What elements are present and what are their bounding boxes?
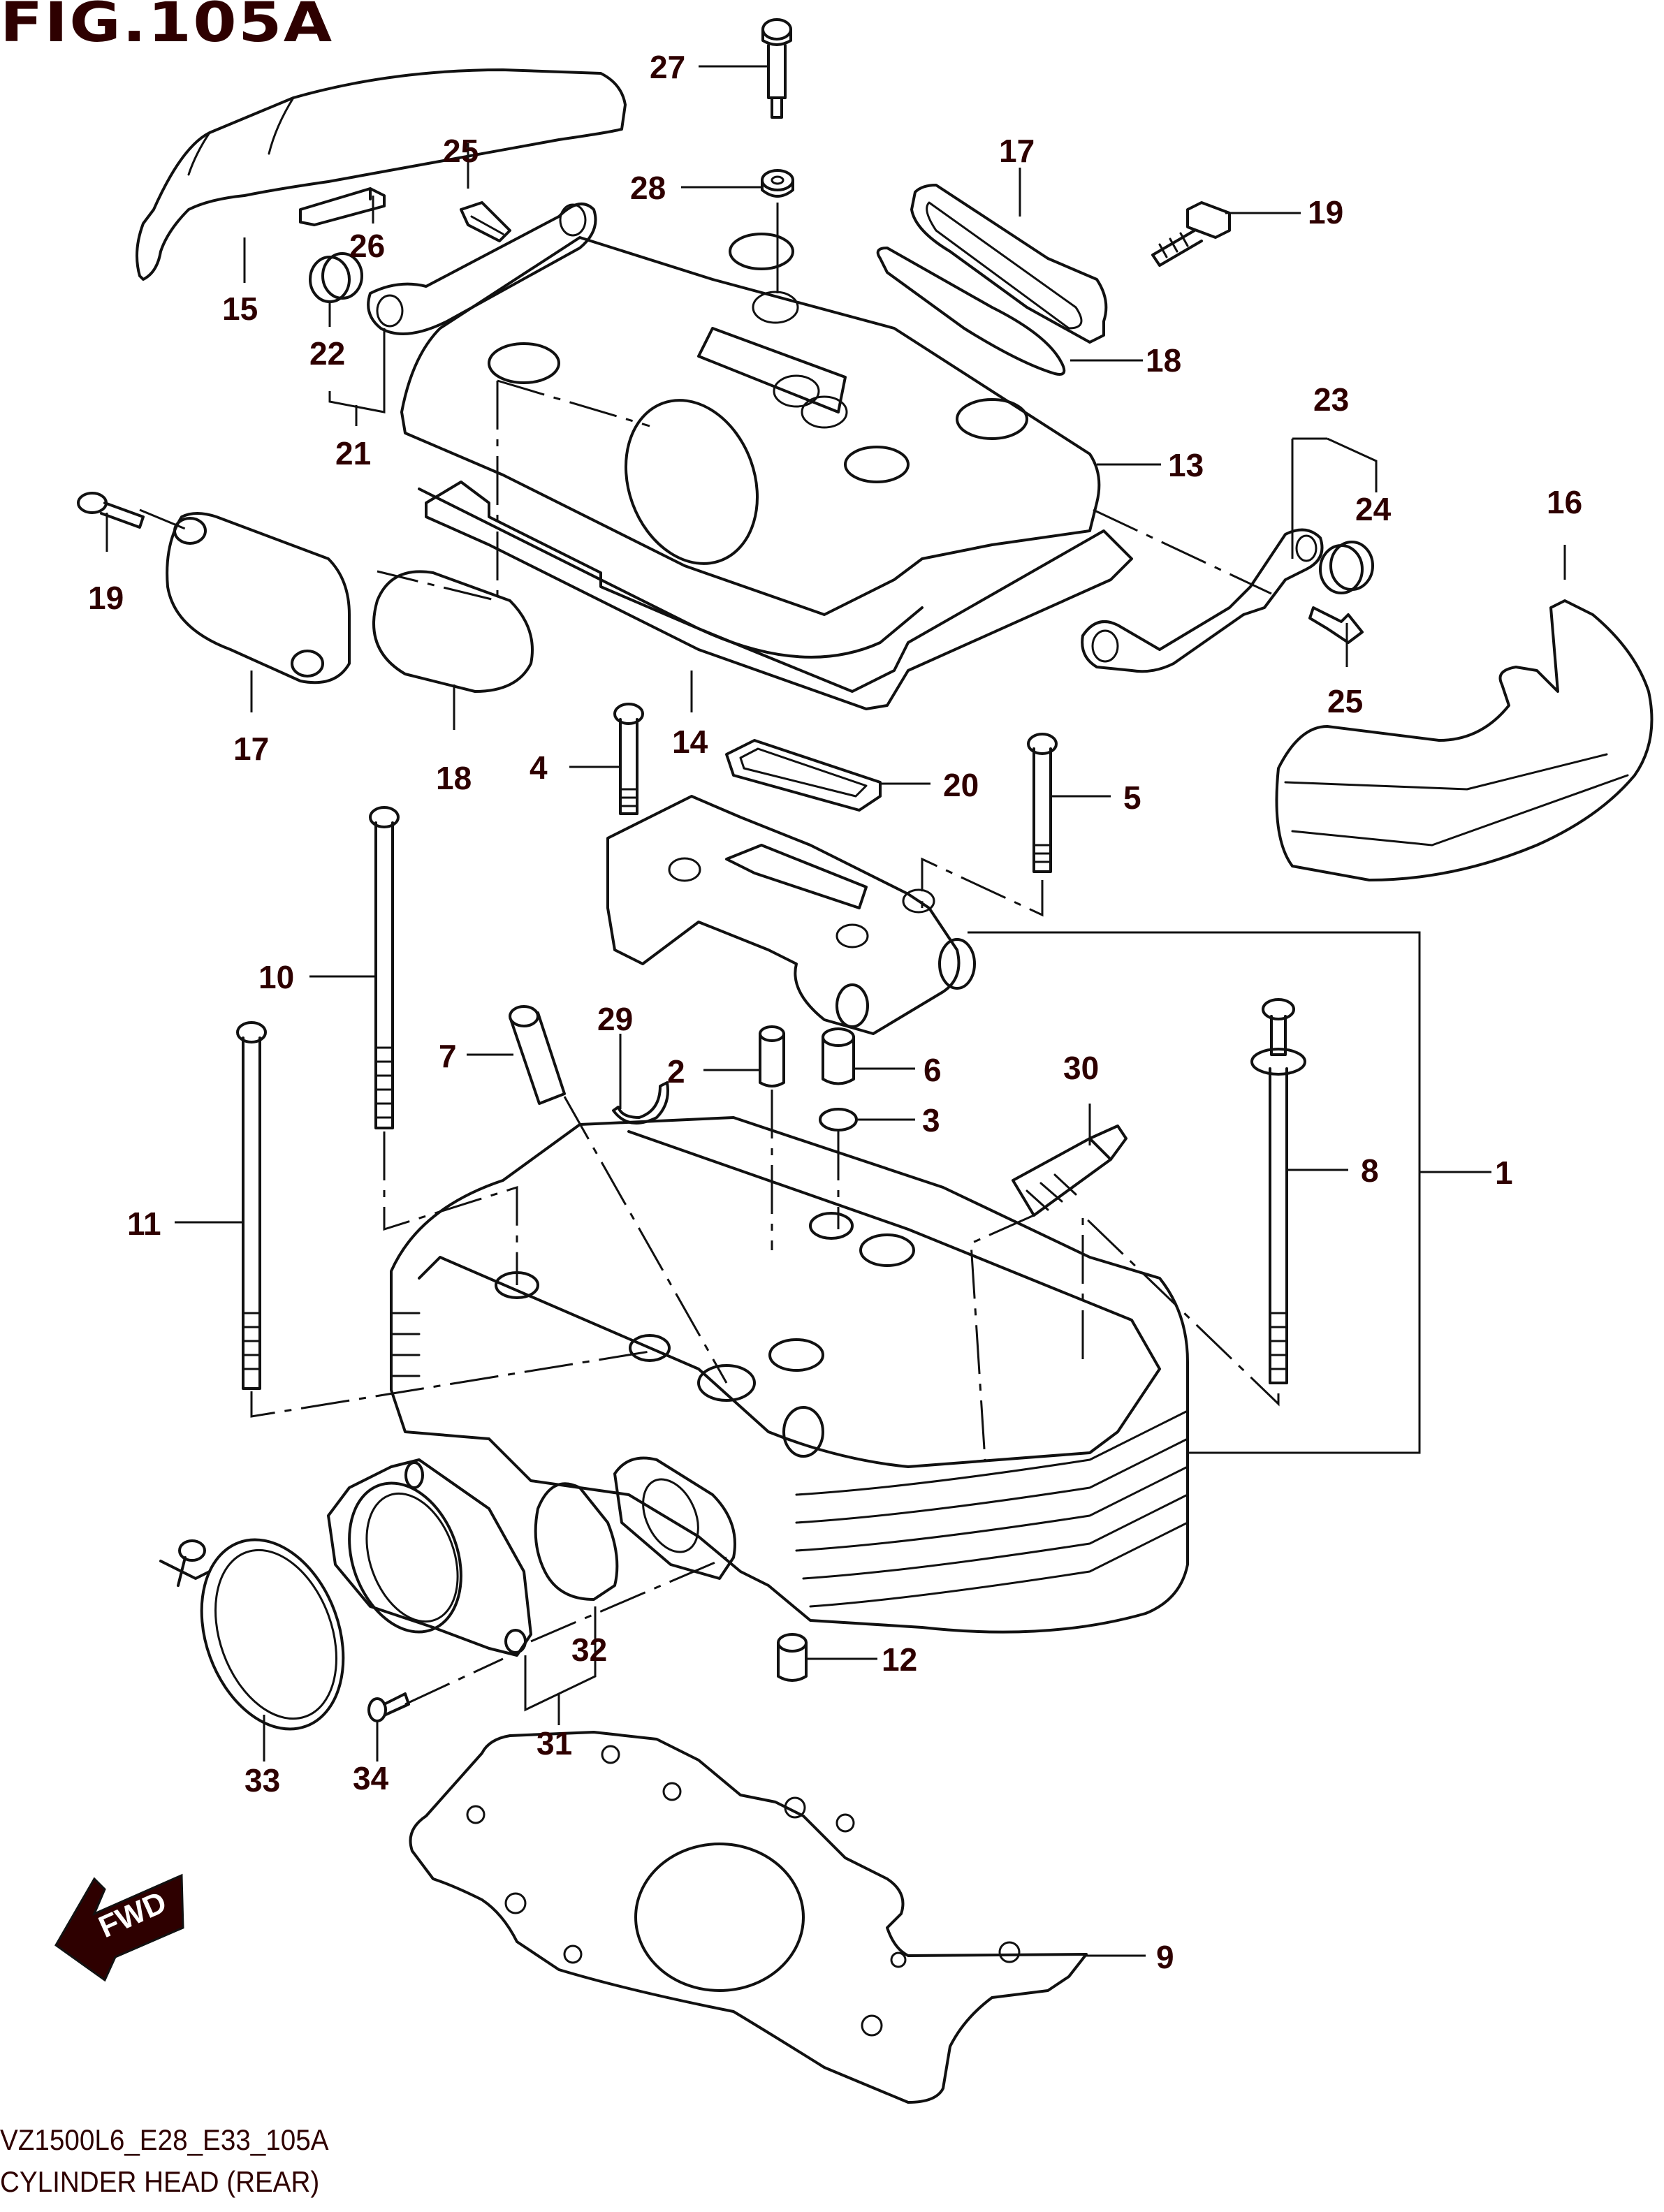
callout-18-right: 18 — [1146, 342, 1181, 379]
callout-6: 6 — [924, 1052, 942, 1088]
callout-2: 2 — [667, 1053, 685, 1090]
callout-8: 8 — [1361, 1152, 1379, 1189]
cushion-26[interactable] — [299, 187, 386, 226]
callout-15: 15 — [222, 291, 258, 327]
callout-4: 4 — [530, 749, 548, 786]
stud-bolt-7[interactable] — [509, 1005, 566, 1105]
callout-19-left: 19 — [88, 580, 124, 616]
callout-26: 26 — [349, 228, 385, 264]
callout-23: 23 — [1313, 381, 1349, 418]
cylinder-head[interactable] — [390, 1116, 1189, 1634]
callout-21: 21 — [335, 435, 371, 471]
callout-29: 29 — [597, 1001, 633, 1037]
callout-18-left: 18 — [436, 760, 472, 796]
bolt-8[interactable] — [1250, 998, 1306, 1384]
dowel-pin-6[interactable] — [822, 1027, 855, 1085]
callout-25-top: 25 — [443, 133, 479, 169]
cushion-24[interactable] — [1319, 541, 1374, 594]
callout-32: 32 — [571, 1632, 607, 1668]
dowel-pin-12[interactable] — [777, 1633, 808, 1682]
callout-14: 14 — [672, 724, 708, 760]
callout-24: 24 — [1355, 491, 1392, 527]
figure-name: CYLINDER HEAD (REAR) — [0, 2165, 320, 2198]
callout-25-right: 25 — [1327, 683, 1363, 719]
callout-22: 22 — [309, 335, 345, 372]
callout-12: 12 — [882, 1641, 917, 1678]
gasket-20[interactable] — [725, 739, 882, 812]
dowel-pin-2[interactable] — [759, 1025, 785, 1087]
o-ring-32[interactable] — [534, 1482, 619, 1601]
callout-13: 13 — [1168, 447, 1204, 483]
bracket-23[interactable] — [1081, 528, 1324, 673]
callout-16: 16 — [1547, 484, 1582, 520]
leader-lines — [105, 65, 1566, 1957]
bolt-19-right[interactable] — [1151, 201, 1231, 267]
callout-9: 9 — [1156, 1939, 1174, 1975]
callout-10: 10 — [258, 959, 294, 995]
bolt-10[interactable] — [369, 806, 400, 1129]
bolt-27[interactable] — [761, 18, 792, 119]
callout-3: 3 — [922, 1102, 940, 1138]
cap-cover-left[interactable] — [166, 512, 351, 684]
intake-pipe-31[interactable] — [327, 1458, 532, 1657]
callout-labels: 1 2 3 4 5 6 7 8 9 10 11 12 13 14 15 16 1… — [88, 49, 1582, 1975]
callout-20: 20 — [943, 767, 979, 803]
bolt-11[interactable] — [236, 1021, 267, 1390]
gasket-left[interactable] — [372, 570, 534, 693]
callout-17-left: 17 — [233, 731, 269, 767]
callout-7: 7 — [439, 1038, 457, 1074]
bolt-5[interactable] — [1027, 733, 1058, 873]
cushion-28[interactable] — [761, 169, 794, 198]
camshaft-holder[interactable] — [606, 795, 976, 1035]
screw-25-right[interactable] — [1308, 606, 1364, 644]
clamp-33[interactable] — [159, 1520, 368, 1749]
forward-direction-arrow-icon: FWD — [54, 1873, 184, 1982]
callout-11: 11 — [127, 1206, 161, 1242]
cap-cover-right[interactable] — [910, 184, 1108, 344]
cover-trim-right[interactable] — [1275, 599, 1654, 881]
callout-28: 28 — [630, 170, 666, 206]
dashed-reference-lines — [139, 258, 1280, 1706]
callout-1: 1 — [1495, 1155, 1513, 1191]
callout-31: 31 — [537, 1725, 572, 1761]
figure-code: VZ1500L6_E28_E33_105A — [0, 2123, 329, 2156]
o-ring-3[interactable] — [819, 1108, 858, 1131]
screw-25-top[interactable] — [460, 201, 511, 242]
bolt-19-left[interactable] — [77, 492, 145, 529]
callout-27: 27 — [650, 49, 685, 85]
figure-title: FIG.105A — [0, 0, 334, 54]
cover-gasket[interactable] — [425, 481, 1133, 710]
callout-5: 5 — [1123, 779, 1141, 816]
callout-30: 30 — [1063, 1050, 1099, 1086]
gasket-right[interactable] — [876, 247, 1066, 376]
bolt-4[interactable] — [613, 703, 644, 815]
callout-17-right: 17 — [999, 133, 1035, 169]
cover-trim-left[interactable] — [136, 68, 627, 281]
bracket-21[interactable] — [367, 203, 597, 335]
screw-34[interactable] — [367, 1692, 410, 1722]
clip-29[interactable] — [612, 1081, 669, 1125]
callout-34: 34 — [353, 1760, 389, 1796]
callout-33: 33 — [245, 1762, 280, 1799]
spark-plug-30[interactable] — [1012, 1125, 1127, 1217]
cylinder-head-gasket[interactable] — [409, 1731, 1088, 2104]
callout-19-right: 19 — [1308, 194, 1343, 230]
